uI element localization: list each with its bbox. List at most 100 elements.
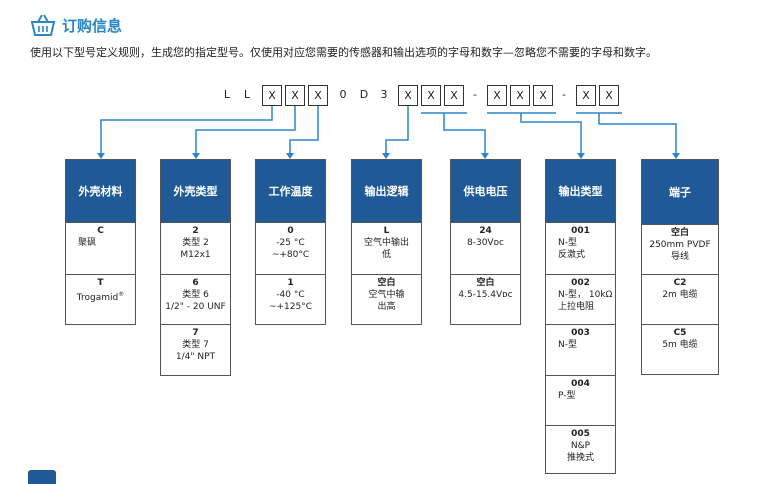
option-key: 001 xyxy=(571,226,590,236)
option-text: N-型 xyxy=(558,340,577,350)
option-text: 类型 7 xyxy=(182,340,209,350)
option-material-t: T Trogamid® xyxy=(65,275,136,325)
option-text: 2m 电缆 xyxy=(662,290,698,300)
option-text: 上拉电阻 xyxy=(558,302,595,312)
option-text: M12x1 xyxy=(180,250,211,260)
option-key: 空白 xyxy=(476,278,495,288)
option-text: 类型 2 xyxy=(182,238,209,248)
option-terminal-blank: 空白 250mm PVDF 导线 xyxy=(641,225,719,275)
option-logic-blank: 空白 空气中输 出高 xyxy=(351,275,422,325)
option-text: -25 °C xyxy=(276,238,305,248)
option-key: 空白 xyxy=(377,278,396,288)
option-text: 低 xyxy=(381,250,391,260)
code-box-terminal-1: X xyxy=(576,85,596,106)
option-key: 002 xyxy=(571,278,590,288)
option-text: 5m 电缆 xyxy=(662,340,698,350)
option-voltage-24: 24 8-30Vᴅᴄ xyxy=(450,223,521,275)
option-key: 空白 xyxy=(670,228,689,238)
option-text: ~+80°C xyxy=(271,250,310,260)
option-text: 1/4" NPT xyxy=(175,352,216,362)
option-key: 7 xyxy=(192,328,199,338)
registered-mark: ® xyxy=(118,291,125,298)
option-terminal-c5: C5 5m 电缆 xyxy=(641,325,719,375)
code-dash-1: - xyxy=(473,88,477,101)
option-temp-0: 0 -25 °C ~+80°C xyxy=(255,223,326,275)
option-text: 空气中输出 xyxy=(363,238,409,248)
option-output-003: 003 N-型 xyxy=(545,325,616,376)
column-header-material: 外壳材料 xyxy=(65,159,136,223)
code-box-temp: X xyxy=(308,85,328,106)
option-text: 1/2" - 20 UNF xyxy=(165,302,226,312)
option-output-004: 004 P-型 xyxy=(545,376,616,426)
code-box-material: X xyxy=(262,85,282,106)
option-text: 出高 xyxy=(377,302,396,312)
option-text: 类型 6 xyxy=(182,290,209,300)
column-header-terminal: 端子 xyxy=(641,159,719,225)
code-box-voltage-1: X xyxy=(421,85,441,106)
option-text: P-型 xyxy=(558,391,576,401)
code-box-logic: X xyxy=(398,85,418,106)
column-header-output-type: 输出类型 xyxy=(545,159,616,223)
option-key: 2 xyxy=(192,226,199,236)
option-key: C2 xyxy=(673,278,687,288)
column-header-temperature: 工作温度 xyxy=(255,159,326,223)
option-key: 1 xyxy=(287,278,294,288)
code-box-output-1: X xyxy=(487,85,507,106)
option-output-002: 002 N-型， 10kΩ 上拉电阻 xyxy=(545,275,616,325)
code-fixed-d: D xyxy=(359,88,369,101)
option-text: 8-30Vᴅᴄ xyxy=(467,238,504,248)
option-text: 聚砜 xyxy=(78,238,97,248)
option-text: N-型 xyxy=(558,238,577,248)
option-key: 004 xyxy=(571,379,590,389)
section-title: 订购信息 xyxy=(30,10,122,40)
option-text: 导线 xyxy=(670,252,689,262)
option-key: 0 xyxy=(287,226,294,236)
code-box-output-2: X xyxy=(510,85,530,106)
code-box-housing: X xyxy=(285,85,305,106)
option-text: -40 °C xyxy=(276,290,305,300)
option-text: 250mm PVDF xyxy=(649,240,711,250)
option-key: 24 xyxy=(479,226,492,236)
option-key: 003 xyxy=(571,328,590,338)
option-output-001: 001 N-型 反激式 xyxy=(545,223,616,275)
option-voltage-blank: 空白 4.5-15.4Vᴅᴄ xyxy=(450,275,521,325)
option-housing-7: 7 类型 7 1/4" NPT xyxy=(160,325,231,376)
column-header-supply-voltage: 供电电压 xyxy=(450,159,521,223)
option-text: 空气中输 xyxy=(368,290,405,300)
column-header-output-logic: 输出逻辑 xyxy=(351,159,422,223)
option-housing-6: 6 类型 6 1/2" - 20 UNF xyxy=(160,275,231,325)
option-text: 推挽式 xyxy=(566,453,594,463)
option-text: ~+125°C xyxy=(268,302,313,312)
option-text: N&P xyxy=(570,441,591,451)
option-key: 005 xyxy=(571,429,590,439)
page-description: 使用以下型号定义规则，生成您的指定型号。仅使用对应您需要的传感器和输出选项的字母… xyxy=(30,46,657,59)
code-box-voltage-2: X xyxy=(444,85,464,106)
option-text: 4.5-15.4Vᴅᴄ xyxy=(458,290,513,300)
option-housing-2: 2 类型 2 M12x1 xyxy=(160,223,231,275)
code-prefix-l1: L xyxy=(223,88,231,101)
option-key: T xyxy=(97,278,104,288)
option-key: C5 xyxy=(673,328,687,338)
option-key: L xyxy=(383,226,390,236)
page-title: 订购信息 xyxy=(62,16,123,35)
code-fixed-0: 0 xyxy=(339,88,347,101)
option-logic-l: L 空气中输出 低 xyxy=(351,223,422,275)
code-prefix-l2: L xyxy=(243,88,251,101)
option-output-005: 005 N&P 推挽式 xyxy=(545,426,616,474)
option-key: 6 xyxy=(192,278,199,288)
option-text: 反激式 xyxy=(558,250,586,260)
info-icon xyxy=(28,470,56,484)
code-box-output-3: X xyxy=(533,85,553,106)
option-text: Trogamid xyxy=(76,293,119,303)
option-material-c: C 聚砜 xyxy=(65,223,136,275)
option-key: C xyxy=(97,226,104,236)
option-terminal-c2: C2 2m 电缆 xyxy=(641,275,719,325)
column-header-housing-type: 外壳类型 xyxy=(160,159,231,223)
code-box-terminal-2: X xyxy=(599,85,619,106)
code-dash-2: - xyxy=(562,88,566,101)
basket-icon xyxy=(30,14,56,36)
option-text: N-型， 10kΩ xyxy=(558,290,613,300)
option-temp-1: 1 -40 °C ~+125°C xyxy=(255,275,326,325)
code-fixed-3: 3 xyxy=(380,88,388,101)
